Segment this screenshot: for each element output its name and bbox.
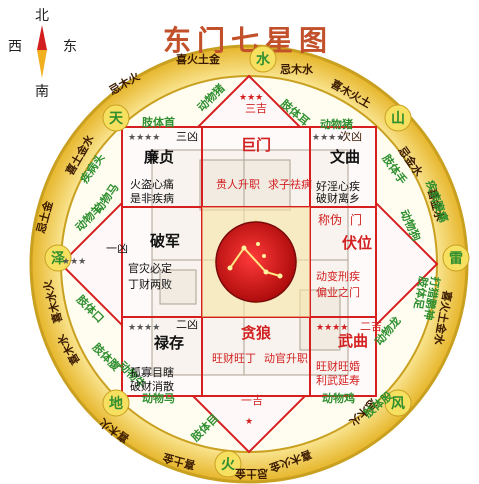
- cell-ne-rank: 次凶: [340, 129, 362, 143]
- tag-s-2: 动物马: [142, 391, 175, 405]
- star-icon: ★★★: [62, 257, 86, 267]
- cell-se-rank: 二吉: [360, 320, 382, 333]
- star-icon: ★★★★: [316, 323, 348, 333]
- cell-n-sub-right: 求子祛病: [268, 177, 312, 191]
- cell-nw: 三凶 廉贞 火盗心痛 是非疾病: [130, 130, 198, 205]
- cell-ne: 次凶 文曲 好淫心疾 破财离乡: [316, 129, 362, 205]
- star-icon: ★★★: [239, 93, 263, 103]
- trigram-w: 泽: [51, 251, 65, 267]
- trigram-nw: 天: [109, 111, 124, 127]
- cell-w-sub-right: 丁财两败: [128, 277, 172, 291]
- cell-e-sub-right: 偏业之门: [316, 285, 360, 299]
- cell-nw-sub-left: 火盗心痛: [130, 177, 174, 191]
- trigram-ne: 山: [391, 111, 405, 127]
- cell-sw-star: 禄存: [153, 334, 184, 352]
- page-title: 东门七星图: [163, 24, 333, 57]
- cell-sw-sub-right: 破财消散: [130, 379, 174, 393]
- cell-sw-rank: 二凶: [176, 318, 198, 331]
- star-icon: ★★★★: [312, 133, 344, 143]
- cell-se-sub-right: 利武延寿: [316, 373, 360, 387]
- cell-nw-star: 廉贞: [144, 148, 174, 166]
- cell-nw-sub-right: 是非疾病: [130, 191, 174, 205]
- star-icon: ★: [245, 417, 253, 427]
- cell-nw-rank: 三凶: [176, 130, 198, 143]
- cell-ne-sub-left: 好淫心疾: [316, 179, 360, 193]
- compass-west: 西: [8, 39, 22, 55]
- cell-s-sub-left: 旺财旺丁: [212, 351, 256, 365]
- trigram-e: 雷: [449, 250, 463, 267]
- cell-w-rank: 一凶: [106, 242, 128, 255]
- ring-s-mid: 忌土金: [234, 467, 268, 481]
- ring-n-right: 忌木水: [280, 62, 314, 76]
- tag-e-1: 肢体足: [411, 275, 431, 311]
- cell-sw: 二凶 禄存 孤寡目瞎 破财消散: [130, 318, 198, 393]
- trigram-se: 风: [391, 396, 405, 412]
- compass-needle-north: [37, 25, 47, 50]
- dipper-stars: [227, 242, 283, 279]
- trigram-sw: 地: [109, 395, 123, 412]
- cell-se: 二吉 武曲 旺财旺婚 利武延寿: [316, 320, 382, 387]
- tag-n-right: 动物猪: [320, 117, 353, 131]
- cell-w-star: 破军: [150, 232, 180, 250]
- trigram-s: 火: [221, 457, 236, 473]
- tag-n-left: 肢体首: [142, 115, 175, 129]
- cell-n-rank: 三吉: [245, 102, 267, 115]
- ring-n-left: 喜火土金: [176, 52, 221, 66]
- cell-e: 称伪 门 伏位 动变刑疾 偏业之门: [316, 212, 372, 299]
- cell-e-star: 伏位: [342, 234, 372, 252]
- cell-n-sub-left: 贵人升职: [216, 178, 260, 191]
- cell-n-star: 巨门: [241, 136, 271, 154]
- compass-needle-south: [37, 50, 47, 78]
- compass-rose: 北 西 东 南: [8, 8, 77, 100]
- cell-ne-sub-right: 破财离乡: [316, 191, 360, 205]
- cell-e-sub-left: 动变刑疾: [316, 269, 360, 283]
- compass-east: 东: [63, 39, 77, 55]
- compass-north: 北: [35, 8, 49, 24]
- cell-w: 一凶 破军 官灾必定 丁财两败: [106, 232, 180, 291]
- cell-s-rank: 一吉: [241, 394, 263, 407]
- cell-se-sub-left: 旺财旺婚: [316, 359, 360, 373]
- cell-e-rank: 门: [350, 212, 362, 227]
- star-icon: ★★★★: [128, 323, 160, 333]
- dipper-line: [229, 246, 281, 277]
- cell-e-prefix: 称伪: [318, 213, 342, 227]
- trigram-badges: 水 山 雷 风 火 地 泽 天: [44, 45, 470, 478]
- star-icon: ★★★★: [128, 133, 160, 143]
- compass-south: 南: [35, 84, 49, 100]
- tag-se-2: 动物鸡: [322, 391, 355, 405]
- cell-w-sub-left: 官灾必定: [128, 261, 172, 275]
- cell-s-star: 贪狼: [241, 324, 272, 342]
- cell-s-sub-right: 动官升职: [264, 351, 308, 365]
- star-icons: ★★★ ★★★★ ★★★★ ★★★ ★★★★ ★★★★ ★: [62, 93, 348, 427]
- cell-se-star: 武曲: [338, 332, 368, 350]
- cell-ne-star: 文曲: [330, 148, 360, 166]
- cell-n: 三吉 巨门 贵人升职 求子祛病: [216, 102, 312, 191]
- trigram-n: 水: [256, 51, 271, 68]
- cell-s: 贪狼 旺财旺丁 动官升职 一吉: [212, 324, 308, 407]
- cell-sw-sub-left: 孤寡目瞎: [130, 365, 174, 379]
